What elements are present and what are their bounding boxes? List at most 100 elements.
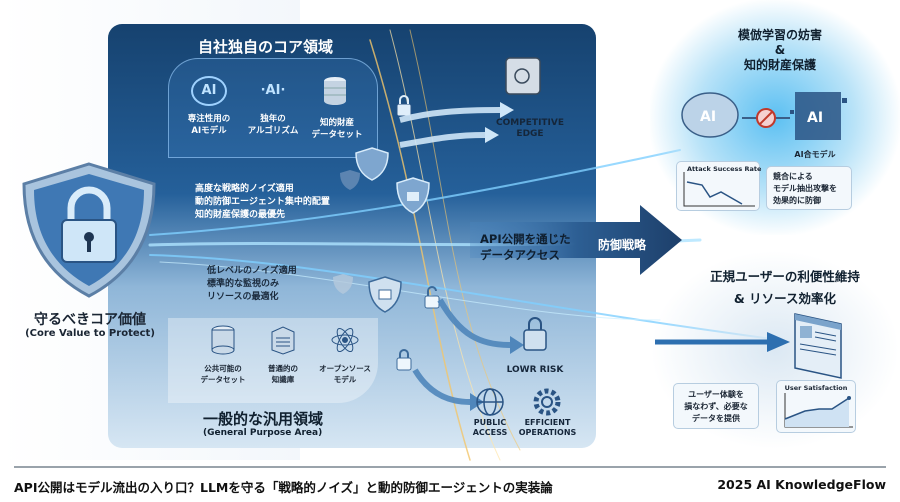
- footer-title: API公開はモデル流出の入り口？LLMを守る「戦略的ノイズ」と動的防御エージェン…: [14, 480, 553, 495]
- footer-credit: 2025 AI KnowledgeFlow: [717, 477, 886, 492]
- general-item: オープンソース モデル: [315, 326, 375, 385]
- general-notes: 低レベルのノイズ適用 標準的な監視のみ リソースの最適化: [207, 265, 297, 304]
- atom-icon: [331, 327, 359, 353]
- core-item-label: データセット: [311, 130, 363, 140]
- ai-network-icon: ·AI·: [260, 83, 286, 98]
- safe-icon: [505, 57, 541, 95]
- label-line: OPERATIONS: [518, 428, 577, 437]
- chart-title: Attack Success Rate: [687, 165, 762, 173]
- core-item: 知的財産 データセット: [306, 76, 368, 140]
- brain-ai-icon: AI: [681, 92, 739, 138]
- right-top-icons: AI AI: [681, 92, 847, 140]
- browser-window-icon: [794, 313, 842, 379]
- title-line: 知的財産保護: [743, 58, 816, 72]
- core-value-subtitle: (Core Value to Protect): [25, 328, 155, 339]
- general-item-label: 普通的の: [268, 364, 298, 373]
- core-area-title: 自社独自のコア領域: [198, 38, 334, 56]
- core-items: AI 専注性用の AIモデル ·AI· 独年の アルゴリズム 知的財産 データセ…: [178, 76, 368, 140]
- shield-icon: [340, 170, 360, 190]
- general-item-label: データセット: [200, 375, 246, 384]
- shield-lock-icon: [396, 177, 430, 214]
- general-area-title: 一般的な汎用領域: [203, 410, 324, 428]
- attack-rate-chart: Attack Success Rate: [676, 161, 762, 211]
- ai-brain-icon: AI: [191, 76, 227, 106]
- shield-lock-icon: [368, 276, 402, 313]
- callout-line: 損なわず、必要な: [684, 402, 748, 411]
- general-note: リソースの最適化: [207, 292, 279, 302]
- defense-strategy-arrow: [470, 205, 682, 275]
- label-line: COMPETITIVE: [495, 118, 565, 128]
- core-note: 高度な戦略的ノイズ適用: [195, 184, 294, 194]
- attack-rate-line: [683, 172, 755, 207]
- globe-icon: [476, 388, 504, 416]
- lock-icon: [396, 95, 412, 117]
- database-icon: [211, 325, 235, 355]
- arrow-to-edge: [399, 132, 486, 148]
- title-line: 正規ユーザーの利便性維持: [710, 269, 860, 284]
- core-item-label: アルゴリズム: [247, 126, 299, 136]
- callout-line: 競合による: [773, 172, 813, 181]
- gear-icon: [533, 388, 561, 416]
- shield-icon: [333, 274, 353, 294]
- arrow-to-edge: [399, 107, 501, 123]
- label-line: EDGE: [516, 129, 544, 139]
- extraction-defense-callout: 競合による モデル抽出攻撃を 効果的に防御: [766, 166, 852, 210]
- title-line: 模倣学習の妨害: [737, 28, 822, 42]
- core-item-label: 専注性用の: [187, 114, 231, 124]
- competitive-edge-label: COMPETITIVE EDGE: [490, 118, 570, 140]
- core-value-title: 守るべきコア価値: [34, 312, 146, 328]
- database-icon: [324, 77, 346, 105]
- satisfaction-line: [784, 393, 853, 428]
- label-line: API公開を通じた: [480, 232, 571, 246]
- shield-icon: [355, 147, 389, 181]
- chart-title: User Satisfaction: [784, 384, 848, 392]
- defense-strategy-label: 防御戦略: [598, 238, 647, 252]
- user-satisfaction-chart: User Satisfaction: [776, 380, 856, 433]
- label-line: EFFICIENT: [524, 418, 571, 427]
- api-access-label: API公開を通じた データアクセス: [480, 231, 571, 263]
- core-area-box: [168, 58, 378, 158]
- label-line: データアクセス: [480, 248, 560, 262]
- svg-text:AI: AI: [807, 110, 823, 126]
- general-item: 普通的の 知識庫: [255, 326, 311, 385]
- blocked-icon: [742, 108, 790, 128]
- label-line: ACCESS: [472, 428, 508, 437]
- title-line: & リソース効率化: [733, 291, 837, 306]
- svg-text:AI: AI: [700, 109, 716, 125]
- core-note: 動的防御エージェント集中的配置: [195, 197, 330, 207]
- footer-divider: [14, 466, 886, 468]
- general-items: 公共可能の データセット 普通的の 知識庫 オープンソース モデル: [195, 325, 375, 385]
- title-line: &: [774, 43, 786, 57]
- unlocked-lock-icon: [424, 286, 440, 309]
- callout-line: モデル抽出攻撃を: [773, 184, 837, 193]
- callout-line: データを提供: [692, 414, 740, 423]
- general-note: 標準的な監視のみ: [207, 279, 280, 289]
- general-item: 公共可能の データセット: [195, 325, 251, 385]
- user-experience-callout: ユーザー体験を 損なわず、必要な データを提供: [673, 383, 759, 429]
- general-item-label: モデル: [333, 375, 357, 384]
- lower-risk-label: LOWR RISK: [506, 365, 564, 375]
- arrow-to-lower-risk: [437, 298, 511, 348]
- core-item: AI 専注性用の AIモデル: [178, 76, 240, 140]
- arrow-to-public-access: [412, 368, 471, 405]
- core-item: ·AI· 独年の アルゴリズム: [242, 76, 304, 140]
- server-icon: [271, 326, 295, 355]
- right-bottom-title: 正規ユーザーの利便性維持 & リソース効率化: [690, 266, 880, 310]
- core-item-label: 独年の: [260, 114, 286, 124]
- core-item-label: AIモデル: [191, 126, 227, 136]
- callout-line: 効果的に防御: [773, 196, 821, 205]
- pixelated-ai-icon: AI: [790, 92, 847, 140]
- public-access-label: PUBLIC ACCESS: [465, 418, 515, 438]
- data-flow-arrow: [655, 332, 790, 352]
- general-item-label: オープンソース: [319, 364, 371, 373]
- right-top-title: 模倣学習の妨害 & 知的財産保護: [700, 28, 860, 73]
- core-shield-icon: [22, 162, 156, 298]
- general-area-subtitle: (General Purpose Area): [203, 428, 323, 438]
- efficient-operations-label: EFFICIENT OPERATIONS: [515, 418, 580, 438]
- core-notes: 高度な戦略的ノイズ適用 動的防御エージェント集中的配置 知的財産保護の最優先: [195, 183, 330, 222]
- ai-model-label: AI合モデル: [794, 150, 836, 159]
- general-item-label: 公共可能の: [204, 364, 242, 373]
- label-line: PUBLIC: [473, 418, 507, 427]
- shield-lock-icons: [333, 57, 561, 416]
- core-note: 知的財産保護の最優先: [195, 210, 286, 220]
